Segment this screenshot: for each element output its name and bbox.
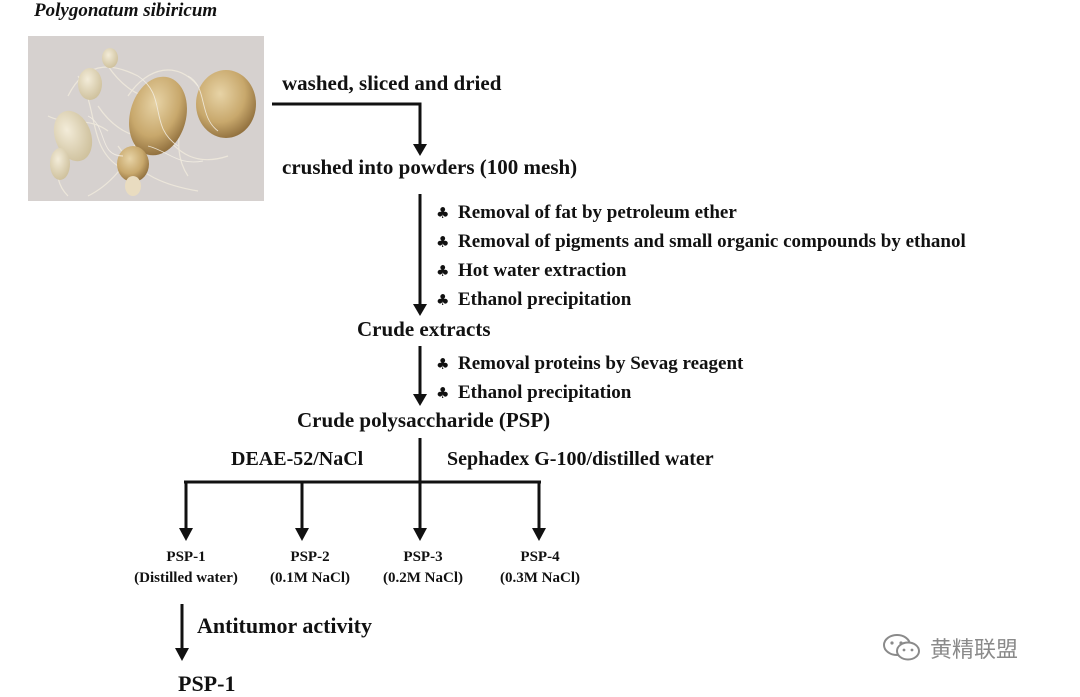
wechat-icon [883,634,920,661]
watermark-text: 黄精联盟 [930,638,1019,663]
fraction-psp1: PSP-1 (Distilled water) [134,549,238,586]
club-icon: ♣ [436,355,450,373]
bullet-item: ♣Hot water extraction [436,260,627,281]
method-deae: DEAE-52/NaCl [231,448,364,470]
bullet-item: ♣Removal of fat by petroleum ether [436,202,737,223]
club-icon: ♣ [436,233,450,251]
fraction-psp4: PSP-4 (0.3M NaCl) [500,549,580,586]
step-crude-extracts: Crude extracts [357,317,491,341]
fraction-psp3: PSP-3 (0.2M NaCl) [383,549,463,586]
club-icon: ♣ [436,204,450,222]
bullet-item: ♣Removal proteins by Sevag reagent [436,353,744,374]
step-washed: washed, sliced and dried [282,71,502,95]
step-crushed: crushed into powders (100 mesh) [282,155,578,179]
bullet-item: ♣Ethanol precipitation [436,382,632,403]
step-crude-polysaccharide: Crude polysaccharide (PSP) [297,408,551,432]
specimen-photo [28,36,264,201]
club-icon: ♣ [436,291,450,309]
fraction-psp2: PSP-2 (0.1M NaCl) [270,549,350,586]
arrow-step1 [272,102,422,146]
bullet-item: ♣Ethanol precipitation [436,289,632,310]
watermark: 黄精联盟 [882,632,1018,664]
club-icon: ♣ [436,262,450,280]
result-psp1: PSP-1 [178,671,236,696]
antitumor-activity-label: Antitumor activity [197,613,372,638]
figure-title: Polygonatum sibiricum [34,0,218,21]
club-icon: ♣ [436,384,450,402]
rhizome-illustration [28,36,264,201]
method-sephadex: Sephadex G-100/distilled water [447,448,714,470]
bullet-item: ♣Removal of pigments and small organic c… [436,231,966,252]
